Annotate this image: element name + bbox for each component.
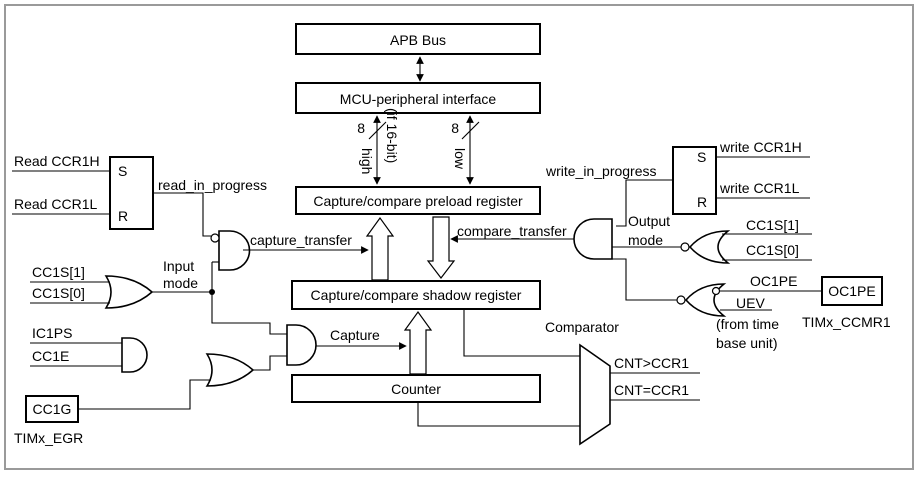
output-mode-bubble xyxy=(680,242,690,252)
mcu-interface-block xyxy=(295,82,541,114)
read-in-progress-wire xyxy=(153,192,211,237)
compare-transfer-and-gate xyxy=(573,218,613,260)
read-ccr1h-label: Read CCR1H xyxy=(14,153,100,169)
write-latch-s: S xyxy=(697,149,706,165)
read-latch xyxy=(109,156,154,230)
compare-transfer-hollow-arrow xyxy=(426,216,456,279)
apb-bus-block xyxy=(295,23,541,55)
high-bus-slash xyxy=(368,121,387,140)
comparator-shape xyxy=(579,343,611,446)
comparator-label: Comparator xyxy=(545,319,619,335)
bus-width-left: 8 xyxy=(357,120,365,136)
oc1pe-input-bubble xyxy=(711,286,721,296)
compare-transfer-label: compare_transfer xyxy=(457,223,567,239)
cc1s1-right-label: CC1S[1] xyxy=(746,217,799,233)
write-in-progress-wire xyxy=(616,179,673,227)
output-mode-label-1: Output xyxy=(628,213,670,229)
capture-or-gate xyxy=(205,353,255,387)
from-time-label-2: base unit) xyxy=(716,335,777,351)
capture-transfer-and-gate xyxy=(218,230,251,271)
low-label: low xyxy=(452,148,468,170)
shadow-register-block xyxy=(291,280,541,310)
read-in-progress-label: read_in_progress xyxy=(158,177,267,193)
write-ccr1l-label: write CCR1L xyxy=(719,180,800,196)
capture-and-gate xyxy=(286,324,317,366)
ic1ps-label: IC1PS xyxy=(32,325,72,341)
ic1ps-cc1e-and-gate xyxy=(121,337,148,373)
uev-label: UEV xyxy=(736,295,765,311)
write-latch-r: R xyxy=(697,194,707,210)
high-label: high xyxy=(359,148,375,174)
oc1pe-bubble xyxy=(676,295,686,305)
write-ccr1h-label: write CCR1H xyxy=(719,139,802,155)
counter-to-comparator-wire xyxy=(417,402,580,427)
shadow-to-comparator-wire xyxy=(463,309,580,357)
low-bus-slash xyxy=(461,121,480,140)
read-latch-r: R xyxy=(118,208,128,224)
oc1pe-block xyxy=(821,276,883,306)
if-16bit-label: (if 16-bit) xyxy=(384,108,400,163)
output-mode-label-2: mode xyxy=(628,232,663,248)
preload-register-block xyxy=(295,186,541,215)
input-mode-or-gate xyxy=(104,275,154,309)
input-mode-label-2: mode xyxy=(163,275,198,291)
oc1pe-to-and-wire xyxy=(612,258,677,301)
cnt-eq-label: CNT=CCR1 xyxy=(614,382,689,398)
oc1pe-block-label: OC1PE xyxy=(828,283,875,299)
write-latch xyxy=(672,146,717,215)
cnt-gt-label: CNT>CCR1 xyxy=(614,355,689,371)
outer-frame xyxy=(4,4,914,470)
capture-hollow-arrow xyxy=(403,310,433,375)
mcu-interface-label: MCU-peripheral interface xyxy=(340,91,497,107)
apb-bus-label: APB Bus xyxy=(390,32,446,48)
shadow-register-label: Capture/compare shadow register xyxy=(311,287,522,303)
cc1s0-left-label: CC1S[0] xyxy=(32,285,85,301)
or-to-capture-and-wire xyxy=(253,355,287,371)
preload-register-label: Capture/compare preload register xyxy=(313,193,523,209)
capture-label: Capture xyxy=(330,327,380,343)
counter-label: Counter xyxy=(391,381,441,397)
read-inversion-bubble xyxy=(210,233,220,243)
bus-width-right: 8 xyxy=(451,120,459,136)
cc1s0-right-label: CC1S[0] xyxy=(746,242,799,258)
cc1g-block xyxy=(25,395,79,423)
oc1pe-signal-label: OC1PE xyxy=(750,273,797,289)
timx-egr-label: TIMx_EGR xyxy=(14,430,83,446)
cc1g-label: CC1G xyxy=(33,401,72,417)
read-latch-s: S xyxy=(118,163,127,179)
cc1s1-left-label: CC1S[1] xyxy=(32,264,85,280)
cc1g-wire xyxy=(78,379,211,410)
capture-transfer-hollow-arrow xyxy=(365,216,395,281)
write-in-progress-label: write_in_progress xyxy=(545,163,657,179)
output-mode-nor-gate xyxy=(688,230,731,264)
input-mode-to-capture-wire xyxy=(211,292,287,335)
timx-ccmr1-label: TIMx_CCMR1 xyxy=(802,314,891,330)
input-mode-label-1: Input xyxy=(163,258,194,274)
counter-block xyxy=(291,374,541,403)
capture-transfer-label: capture_transfer xyxy=(250,232,352,248)
cc1e-label: CC1E xyxy=(32,348,69,364)
from-time-label-1: (from time xyxy=(716,316,779,332)
read-ccr1l-label: Read CCR1L xyxy=(14,196,97,212)
